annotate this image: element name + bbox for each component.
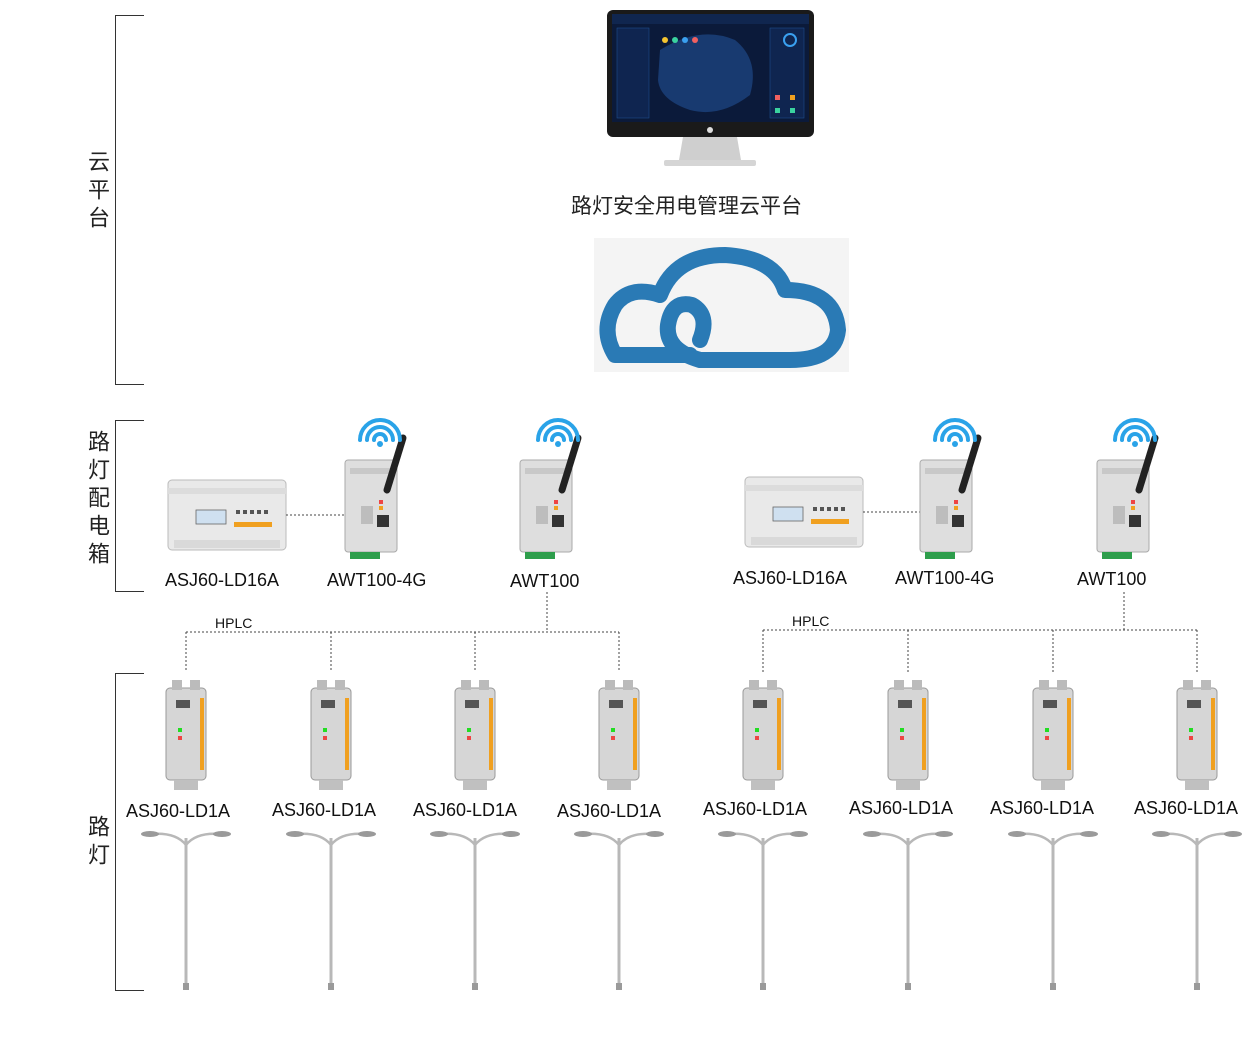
- antenna-icon: [958, 434, 982, 494]
- gateway-4g-label: AWT100-4G: [895, 568, 995, 588]
- lamp-head: [502, 831, 520, 837]
- gateway-label: AWT100: [510, 571, 580, 591]
- meter-label: ASJ60-LD16A: [733, 568, 848, 588]
- antenna-icon: [383, 434, 407, 494]
- node-label: ASJ60-LD1A: [1134, 798, 1239, 818]
- lamp-head: [646, 831, 664, 837]
- lamp-head: [141, 831, 159, 837]
- node-label: ASJ60-LD1A: [413, 800, 518, 820]
- node-label: ASJ60-LD1A: [126, 801, 231, 821]
- lamp-head: [1080, 831, 1098, 837]
- wifi-icon: [933, 418, 977, 447]
- gateway-label: AWT100: [1077, 569, 1147, 589]
- cabinet-section-label: 路灯配电箱: [84, 430, 109, 570]
- lamp-head: [286, 831, 304, 837]
- hplc-label: HPLC: [215, 615, 253, 631]
- lamp-head: [574, 831, 592, 837]
- node-label: ASJ60-LD1A: [990, 798, 1095, 818]
- meter-label: ASJ60-LD16A: [165, 570, 280, 590]
- hplc-label: HPLC: [792, 613, 830, 629]
- lamp-head: [1008, 831, 1026, 837]
- lamp-head: [430, 831, 448, 837]
- lamp-head: [358, 831, 376, 837]
- lamp-head: [1152, 831, 1170, 837]
- terminal-block: [525, 552, 555, 559]
- node-label: ASJ60-LD1A: [849, 798, 954, 818]
- lights-section-label: 路灯: [84, 815, 109, 871]
- lamp-head: [790, 831, 808, 837]
- wifi-icon: [1113, 418, 1157, 447]
- lamp-head: [935, 831, 953, 837]
- terminal-block: [350, 552, 380, 559]
- lamp-head: [863, 831, 881, 837]
- terminal-block: [1102, 552, 1132, 559]
- lights-section-bracket: [115, 673, 144, 991]
- cloud-section-label: 云平台: [84, 150, 109, 234]
- wifi-icon: [536, 418, 580, 447]
- node-label: ASJ60-LD1A: [557, 801, 662, 821]
- platform-title: 路灯安全用电管理云平台: [571, 194, 802, 218]
- cabinet-section-bracket: [115, 420, 144, 592]
- antenna-icon: [558, 434, 582, 494]
- antenna-icon: [1135, 434, 1159, 494]
- node-label: ASJ60-LD1A: [703, 799, 808, 819]
- wifi-icon: [358, 418, 402, 447]
- cloud-section-bracket: [115, 15, 144, 385]
- terminal-block: [925, 552, 955, 559]
- lamp-head: [1224, 831, 1242, 837]
- gateway-4g-label: AWT100-4G: [327, 570, 427, 590]
- lamp-head: [213, 831, 231, 837]
- lamp-head: [718, 831, 736, 837]
- node-label: ASJ60-LD1A: [272, 800, 377, 820]
